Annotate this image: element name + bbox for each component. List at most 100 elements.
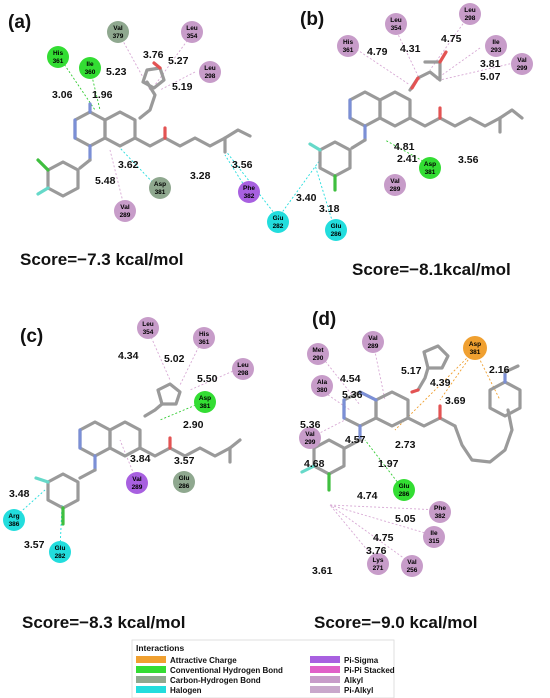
svg-text:4.31: 4.31 (400, 43, 421, 55)
svg-text:Val: Val (120, 204, 130, 211)
svg-text:Arg: Arg (8, 513, 19, 520)
residue-val379 (107, 21, 129, 43)
panel-c: (c) Leu 3 (3, 317, 254, 632)
svg-text:382: 382 (244, 193, 255, 200)
residue-his361 (47, 46, 69, 68)
svg-text:Leu: Leu (237, 362, 249, 369)
legend-item-pi-alkyl: Pi-Alkyl (310, 686, 373, 695)
svg-text:381: 381 (425, 169, 436, 176)
panel-b-residues: Leu 354 Leu 298 His 361 Ile 293 Val 299 … (325, 3, 533, 241)
svg-text:286: 286 (179, 483, 190, 490)
svg-text:381: 381 (200, 403, 211, 410)
svg-text:3.18: 3.18 (319, 203, 340, 215)
svg-text:3.61: 3.61 (312, 565, 333, 577)
svg-text:289: 289 (132, 484, 143, 491)
panel-c-distances: 4.34 5.02 5.50 2.90 3.84 3.57 3.48 3.57 (9, 350, 218, 551)
panel-c-label: (c) (20, 326, 43, 347)
residue-asp381-charge (463, 336, 487, 360)
svg-text:361: 361 (343, 47, 354, 54)
panel-b-score: Score=−8.1kcal/mol (352, 260, 511, 279)
panel-c-interaction-lines (13, 329, 241, 551)
svg-text:4.34: 4.34 (118, 350, 139, 362)
legend-item-alkyl: Alkyl (310, 676, 363, 685)
svg-text:Halogen: Halogen (170, 686, 202, 695)
panel-c-residues: Leu 354 His 361 Leu 298 Asp 381 Val 289 … (3, 317, 254, 563)
legend-item-conventional-h-bond: Conventional Hydrogen Bond (136, 666, 283, 675)
svg-text:His: His (343, 39, 354, 46)
svg-text:298: 298 (465, 15, 476, 22)
svg-text:354: 354 (143, 329, 154, 336)
svg-text:3.40: 3.40 (296, 192, 317, 204)
svg-text:Attractive Charge: Attractive Charge (170, 656, 237, 665)
svg-text:2.90: 2.90 (183, 419, 204, 431)
panel-a: (a) (8, 12, 289, 269)
svg-text:286: 286 (331, 231, 342, 238)
svg-text:256: 256 (407, 567, 418, 574)
svg-text:Val: Val (305, 431, 315, 438)
svg-text:Asp: Asp (424, 161, 436, 168)
svg-text:4.75: 4.75 (373, 532, 394, 544)
panel-a-score: Score=−7.3 kcal/mol (20, 250, 184, 269)
svg-text:5.48: 5.48 (95, 175, 116, 187)
svg-text:360: 360 (85, 69, 96, 76)
svg-text:4.81: 4.81 (394, 141, 415, 153)
svg-text:Lys: Lys (373, 557, 384, 564)
residue-val289 (114, 200, 136, 222)
svg-text:Leu: Leu (204, 65, 216, 72)
legend-title: Interactions (136, 643, 184, 653)
svg-text:3.57: 3.57 (24, 539, 45, 551)
panel-b: (b) (277, 3, 533, 279)
svg-text:286: 286 (399, 491, 410, 498)
panel-a-ligand (36, 61, 252, 198)
svg-text:289: 289 (368, 343, 379, 350)
panel-d-residues: Met 290 Val 289 Asp 381 Ala 380 Val 299 … (299, 331, 487, 577)
residue-leu298 (199, 61, 221, 83)
svg-text:Glu: Glu (273, 215, 284, 222)
svg-text:His: His (199, 331, 210, 338)
svg-text:Val: Val (368, 335, 378, 342)
svg-text:Alkyl: Alkyl (344, 676, 363, 685)
svg-text:5.07: 5.07 (480, 71, 501, 83)
svg-text:299: 299 (305, 439, 316, 446)
svg-text:4.79: 4.79 (367, 46, 388, 58)
svg-text:Leu: Leu (390, 17, 402, 24)
svg-text:5.36: 5.36 (300, 419, 321, 431)
svg-text:Val: Val (407, 559, 417, 566)
panel-a-label: (a) (8, 12, 31, 33)
svg-text:Asp: Asp (154, 181, 166, 188)
svg-text:3.69: 3.69 (445, 395, 466, 407)
svg-text:361: 361 (53, 58, 64, 65)
svg-text:Carbon-Hydrogen Bond: Carbon-Hydrogen Bond (170, 676, 261, 685)
svg-text:Phe: Phe (243, 185, 255, 192)
residue-glu282-a (267, 211, 289, 233)
svg-text:3.06: 3.06 (52, 89, 73, 101)
svg-text:Ile: Ile (430, 530, 438, 537)
svg-text:3.56: 3.56 (458, 154, 479, 166)
svg-text:Val: Val (132, 476, 142, 483)
svg-text:Glu: Glu (55, 545, 66, 552)
svg-text:2.16: 2.16 (489, 364, 510, 376)
svg-text:Ala: Ala (317, 379, 328, 386)
svg-text:4.54: 4.54 (340, 373, 361, 385)
svg-text:Pi-Alkyl: Pi-Alkyl (344, 686, 373, 695)
residue-ile360 (79, 57, 101, 79)
svg-text:4.57: 4.57 (345, 434, 366, 446)
svg-text:Pi-Pi Stacked: Pi-Pi Stacked (344, 666, 395, 675)
panel-a-residues: His 361 Ile 360 Val 379 Leu 354 Leu 298 … (47, 21, 289, 233)
svg-text:2.73: 2.73 (395, 439, 416, 451)
svg-text:3.76: 3.76 (143, 49, 164, 61)
svg-text:3.28: 3.28 (190, 170, 211, 182)
svg-text:381: 381 (155, 189, 166, 196)
residue-phe382 (238, 181, 260, 203)
svg-text:289: 289 (390, 186, 401, 193)
svg-text:Ile: Ile (492, 39, 500, 46)
svg-text:290: 290 (313, 355, 324, 362)
svg-text:379: 379 (113, 33, 124, 40)
panel-a-distances: 3.76 5.27 5.23 5.19 3.06 1.96 3.62 5.48 … (52, 49, 253, 187)
svg-text:298: 298 (238, 370, 249, 377)
svg-text:354: 354 (187, 33, 198, 40)
svg-text:289: 289 (120, 212, 131, 219)
svg-text:5.02: 5.02 (164, 353, 185, 365)
svg-text:315: 315 (429, 538, 440, 545)
svg-text:Met: Met (312, 347, 324, 354)
